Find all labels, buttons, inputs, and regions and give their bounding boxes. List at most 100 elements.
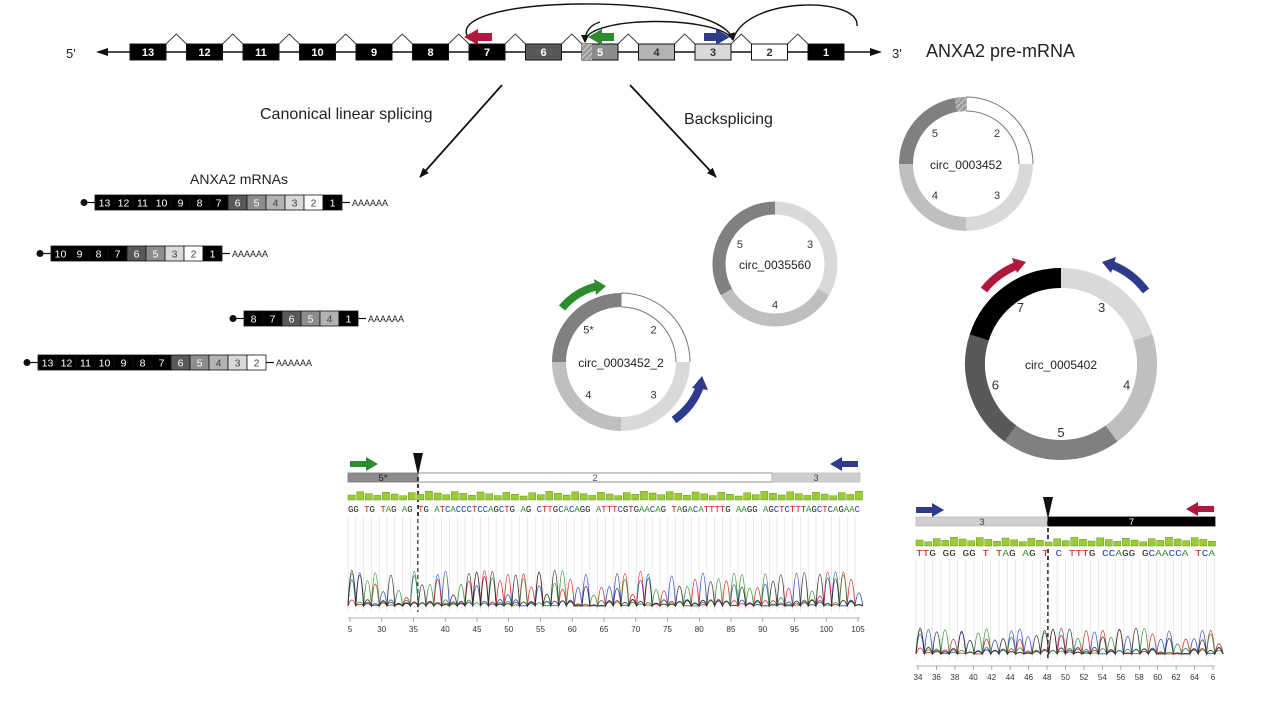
linear-splicing-arrow xyxy=(419,84,503,178)
chrom-axis-tick-label: 45 xyxy=(473,625,482,634)
pre-mrna-exon-label-6: 6 xyxy=(540,47,546,59)
quality-bar xyxy=(743,492,751,501)
base-call: A xyxy=(1155,549,1162,559)
chrom-axis-tick-label: 62 xyxy=(1172,673,1181,682)
quality-bar xyxy=(700,493,708,501)
junction-marker xyxy=(413,453,423,475)
base-call: A xyxy=(844,505,850,515)
base-call-sequence: GG TG TAG AG TG ATCACCCTCCAGCTG AG CTTGC… xyxy=(348,505,861,515)
base-call: T xyxy=(801,505,807,515)
base-call: A xyxy=(655,505,661,515)
chrom-axis-tick-label: 46 xyxy=(1024,673,1033,682)
mrna-exon-label-5: 5 xyxy=(153,249,159,261)
base-call: T xyxy=(612,505,618,515)
quality-bar xyxy=(1053,538,1061,547)
chrom-axis-tick-label: 50 xyxy=(504,625,513,634)
pre-mrna-exon-label-13: 13 xyxy=(142,47,154,59)
polya-tail: AAAAAA xyxy=(352,198,388,208)
chrom-axis-tick-label: 60 xyxy=(1153,673,1162,682)
chrom-axis-tick-label: 6 xyxy=(1211,673,1216,682)
quality-bar xyxy=(356,491,364,501)
circrna-name-circ_0003452_2: circ_0003452_2 xyxy=(578,356,664,370)
base-call: A xyxy=(741,505,747,515)
base-call: C xyxy=(477,505,483,515)
base-call: T xyxy=(1042,549,1049,559)
base-call: T xyxy=(709,505,715,515)
mrna-exon-label-8: 8 xyxy=(251,314,257,326)
quality-bar xyxy=(1113,541,1122,547)
base-call: T xyxy=(1082,549,1089,559)
pre-mrna-exon-label-1: 1 xyxy=(823,47,829,59)
chromatogram-trace xyxy=(915,628,1224,656)
circ-segment-6 xyxy=(965,334,1017,442)
mrna-exon-label-12: 12 xyxy=(118,198,130,210)
quality-bar xyxy=(691,491,700,501)
quality-bar xyxy=(734,495,743,501)
base-call: A xyxy=(386,505,392,515)
circ-segment-7 xyxy=(969,268,1062,341)
backsplicing-label: Backsplicing xyxy=(684,111,773,128)
quality-bar xyxy=(674,493,683,501)
pre-mrna-title: ANXA2 pre-mRNA xyxy=(926,41,1075,61)
base-call: C xyxy=(537,505,543,515)
base-call: G xyxy=(580,505,585,515)
circ-segment-label-4: 4 xyxy=(1123,377,1130,392)
base-call: A xyxy=(1022,549,1029,559)
pre-mrna-exon-13 xyxy=(129,43,167,61)
chrom-axis-tick-label: 44 xyxy=(1006,673,1015,682)
base-call: G xyxy=(370,505,375,515)
primer-blue-arrow xyxy=(704,29,730,45)
mrna-exon-label-5: 5 xyxy=(197,358,203,370)
quality-bar xyxy=(588,495,597,501)
pre-mrna-exon-label-5: 5 xyxy=(597,47,603,59)
circ-0003452-2-blue-primer-head xyxy=(692,376,708,390)
pre-mrna-exon-1 xyxy=(807,43,845,61)
base-call: G xyxy=(811,505,816,515)
primer-green-arrow xyxy=(588,29,614,45)
pre-mrna-exon-label-2: 2 xyxy=(766,47,772,59)
quality-bar xyxy=(648,492,657,501)
five-prime-label: 5' xyxy=(66,46,76,61)
base-call: G xyxy=(929,549,936,559)
circ-segment-label-5*: 5* xyxy=(583,324,594,336)
quality-bar xyxy=(1173,538,1182,547)
circ-segment-label-2: 2 xyxy=(994,128,1000,140)
base-call-sequence: TTG GG GG T TAG AG T C TTTG CCAGG GCAACC… xyxy=(916,549,1216,559)
base-call: T xyxy=(720,505,726,515)
quality-bar xyxy=(838,492,846,501)
mrna-exon-label-8: 8 xyxy=(140,358,146,370)
quality-bar xyxy=(631,494,640,501)
intron-8 xyxy=(561,33,583,45)
chrom-axis-tick-label: 40 xyxy=(441,625,450,634)
quality-bar xyxy=(528,492,536,501)
mrna-exon-label-7: 7 xyxy=(159,358,165,370)
circ-segment-4 xyxy=(1105,334,1157,442)
mrna-exon-label-9: 9 xyxy=(121,358,127,370)
exon-5-hatched-region xyxy=(582,44,592,60)
quality-bar xyxy=(752,494,760,501)
quality-bar xyxy=(1182,540,1190,547)
circ-segment-label-2: 2 xyxy=(650,324,656,336)
quality-bar xyxy=(545,491,554,501)
quality-bar xyxy=(459,493,468,501)
chrom-axis-tick-label: 42 xyxy=(987,673,996,682)
mrna-exon-label-7: 7 xyxy=(216,198,222,210)
backsplice-arrow-into-5 xyxy=(581,21,601,43)
mrna-exon-label-3: 3 xyxy=(172,249,178,261)
mrna-exon-label-9: 9 xyxy=(77,249,83,261)
base-call: C xyxy=(558,505,564,515)
base-call: C xyxy=(1102,549,1109,559)
primer-red-arrow xyxy=(464,29,492,45)
circ-segment-2 xyxy=(620,293,690,363)
circ-0005402-blue-primer-head xyxy=(1102,257,1116,273)
quality-bar xyxy=(1139,541,1147,547)
quality-bar xyxy=(365,493,373,501)
base-call: G xyxy=(585,505,590,515)
quality-bar xyxy=(1165,537,1173,547)
intron-5 xyxy=(391,33,413,45)
pre-mrna-exon-label-11: 11 xyxy=(255,47,267,59)
mrna-exon-label-4: 4 xyxy=(327,314,333,326)
mrna-exon-label-2: 2 xyxy=(254,358,260,370)
